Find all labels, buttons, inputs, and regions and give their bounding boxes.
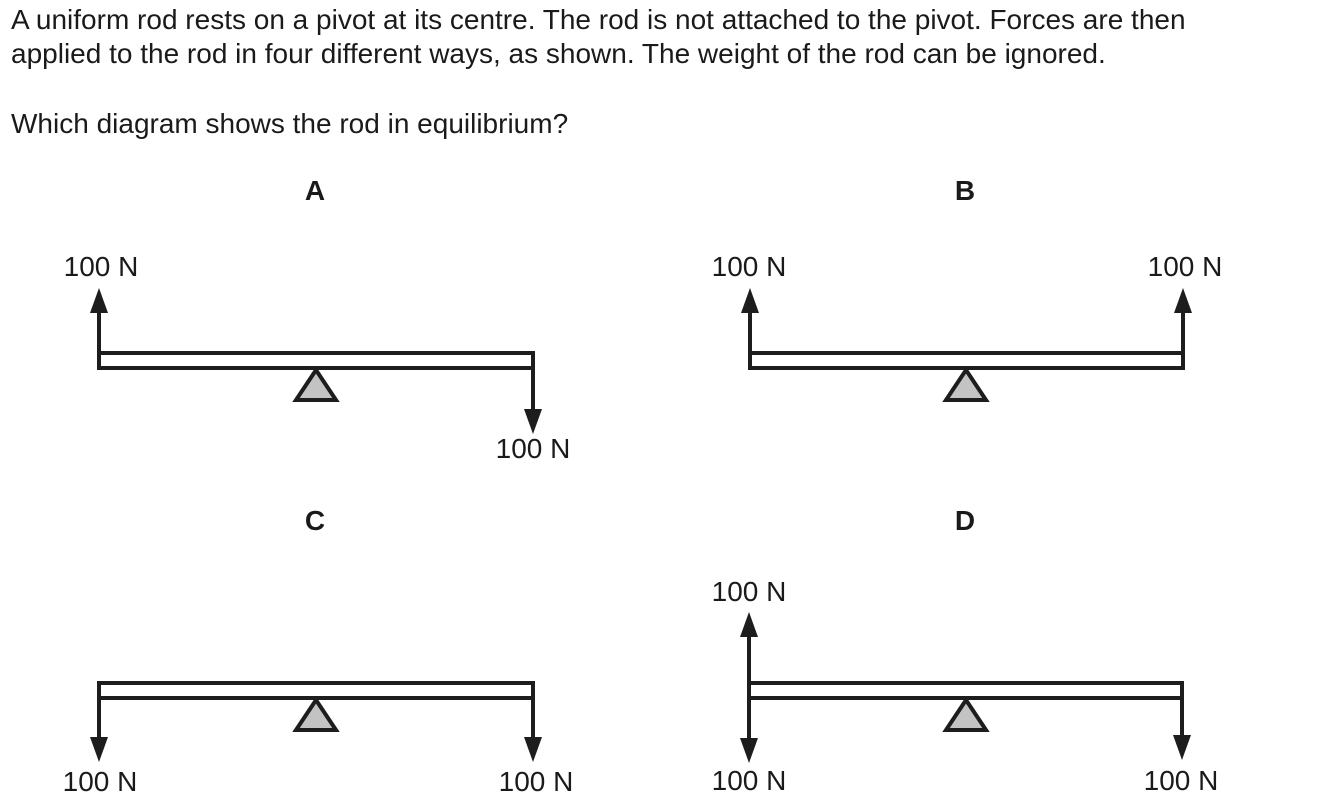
diagram-a-figure [90, 288, 542, 434]
diagram-d-figure [740, 612, 1191, 763]
diagram-a-letter: A [304, 175, 326, 206]
question-text: A uniform rod rests on a pivot at its ce… [11, 3, 1186, 71]
pivot-triangle [292, 366, 340, 402]
diagram-b-left-force-label: 100 N [711, 251, 787, 282]
rod [747, 681, 1184, 700]
pivot-triangle [292, 696, 340, 732]
diagram-b-up-arrow-left [741, 288, 759, 351]
question-prompt: Which diagram shows the rod in equilibri… [11, 108, 569, 139]
diagram-a-down-arrow-right [524, 370, 542, 434]
diagram-d-left-down-force-label: 100 N [711, 765, 787, 796]
diagram-d-down-arrow-right [1173, 700, 1191, 760]
diagram-b-up-arrow-right [1174, 288, 1192, 351]
diagram-c-down-arrow-left [90, 700, 108, 762]
rod [97, 681, 535, 700]
diagram-d-letter: D [954, 505, 976, 536]
diagram-a-up-arrow-left [90, 288, 108, 351]
diagram-c-down-arrow-right [524, 700, 542, 762]
diagram-c-figure [90, 681, 542, 762]
diagram-b-figure [741, 288, 1192, 402]
diagram-d-right-force-label: 100 N [1143, 765, 1219, 796]
diagram-a-right-force-label: 100 N [495, 433, 571, 464]
pivot-triangle [942, 696, 990, 732]
diagram-c-letter: C [304, 505, 326, 536]
question-line-2: applied to the rod in four different way… [11, 38, 1106, 69]
pivot-triangle [942, 366, 990, 402]
question-line-1: A uniform rod rests on a pivot at its ce… [11, 4, 1186, 35]
diagram-c-right-force-label: 100 N [498, 766, 574, 797]
diagram-b-letter: B [954, 175, 976, 206]
diagram-b-right-force-label: 100 N [1147, 251, 1223, 282]
diagram-c-left-force-label: 100 N [62, 766, 138, 797]
rod [97, 351, 535, 370]
rod [748, 351, 1185, 370]
diagram-d-left-up-force-label: 100 N [711, 576, 787, 607]
diagram-a-left-force-label: 100 N [63, 251, 139, 282]
